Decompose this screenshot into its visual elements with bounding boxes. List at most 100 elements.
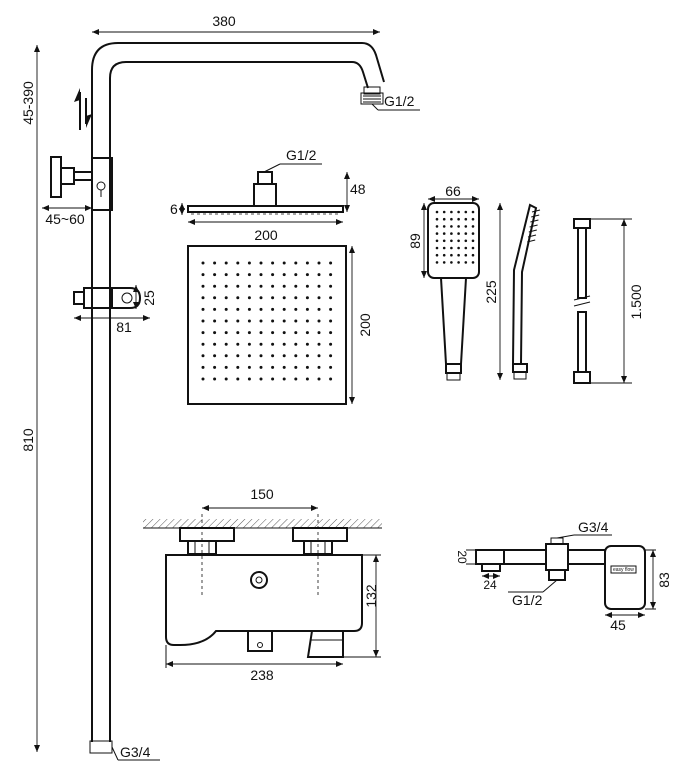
nozzle-dot [236, 342, 240, 346]
nozzle-dot [317, 377, 321, 381]
nozzle-dot [282, 365, 286, 369]
nozzle-dot [271, 365, 275, 369]
nozzle-dot [317, 331, 321, 335]
nozzle-dot [236, 365, 240, 369]
nozzle-dot [464, 217, 468, 221]
nozzle-dot [259, 261, 263, 265]
nozzle-dot [259, 331, 263, 335]
nozzle-dot [305, 319, 309, 323]
nozzle-dot [224, 319, 228, 323]
dim-rail-height: 810 [20, 428, 36, 452]
nozzle-dot [271, 354, 275, 358]
dim-hose-length: 1.500 [628, 284, 644, 319]
nozzle-dot [282, 377, 286, 381]
nozzle-dot [224, 307, 228, 311]
dim-mixer-width: 238 [250, 667, 274, 683]
nozzle-dot [329, 377, 333, 381]
nozzle-dot [201, 261, 205, 265]
dim-handset-head-height: 89 [407, 233, 423, 249]
nozzle-dot [201, 342, 205, 346]
nozzle-dot [201, 319, 205, 323]
nozzle-dot [259, 307, 263, 311]
nozzle-dot [247, 296, 251, 300]
nozzle-dot [464, 239, 468, 243]
dim-slide-offset: 45~60 [45, 211, 85, 227]
nozzle-dot [247, 284, 251, 288]
thread-mixer-bottom: G1/2 [512, 592, 543, 608]
nozzle-dot [259, 273, 263, 277]
mixer-side: easy flow G3/4 G1/2 83 45 20 24 [455, 519, 672, 633]
nozzle-dot [435, 225, 439, 228]
nozzle-dot [464, 225, 468, 228]
nozzle-dot [247, 307, 251, 311]
nozzle-dot [457, 217, 460, 221]
nozzle-dot [294, 354, 298, 358]
nozzle-dot [271, 261, 275, 265]
dim-handset-length: 225 [483, 280, 499, 304]
nozzle-dot [236, 307, 240, 311]
nozzle-dot [294, 273, 298, 277]
nozzle-dot [305, 307, 309, 311]
nozzle-dot [259, 296, 263, 300]
nozzle-tooth [527, 234, 537, 238]
hand-shower-side [511, 203, 541, 380]
nozzle-dot [236, 319, 240, 323]
nozzle-dot [259, 342, 263, 346]
nozzle-dot [329, 331, 333, 335]
dim-side-depth: 45 [610, 617, 626, 633]
nozzle-dot [329, 354, 333, 358]
thread-head-inlet: G1/2 [286, 147, 317, 163]
nozzle-dot [450, 261, 453, 264]
nozzle-dot [294, 331, 298, 335]
nozzle-dot [282, 296, 286, 300]
nozzle-dot [450, 253, 453, 257]
nozzle-dot [450, 225, 453, 228]
nozzle-dot [271, 307, 275, 311]
nozzle-dot [213, 377, 217, 381]
nozzle-dot [305, 377, 309, 381]
nozzle-dot [224, 377, 228, 381]
nozzle-dot [271, 331, 275, 335]
nozzle-dot [442, 239, 446, 243]
dim-holder-width: 81 [116, 319, 132, 335]
nozzle-dot [294, 342, 298, 346]
nozzle-dot [464, 232, 468, 235]
nozzle-dot [435, 210, 439, 214]
dim-holder-height: 25 [141, 290, 157, 306]
dim-side-nut: 24 [483, 578, 497, 592]
nozzle-dot [236, 296, 240, 300]
nozzle-dot [213, 307, 217, 311]
nozzle-dot [282, 319, 286, 323]
dim-side-height: 83 [656, 572, 672, 588]
nozzle-dot [457, 261, 460, 264]
nozzle-tooth [531, 209, 541, 213]
nozzle-dot [236, 261, 240, 265]
nozzle-dot [457, 210, 460, 214]
nozzle-dot [294, 365, 298, 369]
nozzle-dot [435, 239, 439, 243]
nozzle-dot [471, 239, 475, 243]
nozzle-dot [259, 319, 263, 323]
nozzle-dot [271, 377, 275, 381]
nozzle-dot [329, 319, 333, 323]
nozzle-dot [282, 273, 286, 277]
hand-shower-holder [73, 287, 142, 309]
nozzle-dot [294, 261, 298, 265]
nozzle-dot [282, 342, 286, 346]
nozzle-dot [442, 261, 446, 264]
nozzle-dot [464, 246, 468, 250]
nozzle-dot [271, 273, 275, 277]
nozzle-dot [213, 273, 217, 277]
nozzle-dot [435, 246, 439, 250]
nozzle-dot [450, 246, 453, 250]
handset-nozzles [435, 210, 475, 264]
nozzle-dot [213, 284, 217, 288]
nozzle-dot [247, 319, 251, 323]
nozzle-dot [201, 273, 205, 277]
nozzle-dot [236, 284, 240, 288]
rail-dimensions: 380 810 45-390 45~60 81 25 G1/2 G3/4 [20, 13, 420, 760]
slide-direction-icon [74, 88, 92, 130]
nozzle-dot [329, 342, 333, 346]
nozzle-dot [471, 217, 475, 221]
